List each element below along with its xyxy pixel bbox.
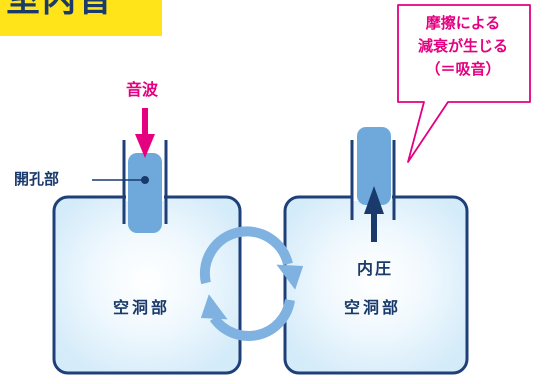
cycle-arrows-icon: [199, 226, 304, 341]
opening-dot: [141, 176, 149, 184]
left-cavity-label: 空洞部: [113, 298, 171, 317]
left-plug: [128, 153, 162, 233]
pressure-label: 内圧: [357, 259, 394, 278]
right-plug: [357, 127, 391, 205]
page-title: 室内音: [6, 0, 114, 20]
title-banner: 室内音: [0, 0, 162, 36]
callout-bubble: [397, 4, 531, 163]
arrow-down-icon: [135, 108, 155, 158]
opening-label: 開孔部: [14, 170, 60, 188]
arrow-up-icon: [364, 186, 384, 242]
callout-line: 減衰が生じる: [417, 37, 508, 55]
callout-line: （＝吸音）: [425, 60, 501, 78]
right-cavity-label: 空洞部: [344, 298, 402, 317]
callout-text: 摩擦による 減衰が生じる （＝吸音）: [398, 12, 528, 81]
callout-line: 摩擦による: [425, 14, 501, 32]
sound-wave-label: 音波: [126, 80, 159, 99]
